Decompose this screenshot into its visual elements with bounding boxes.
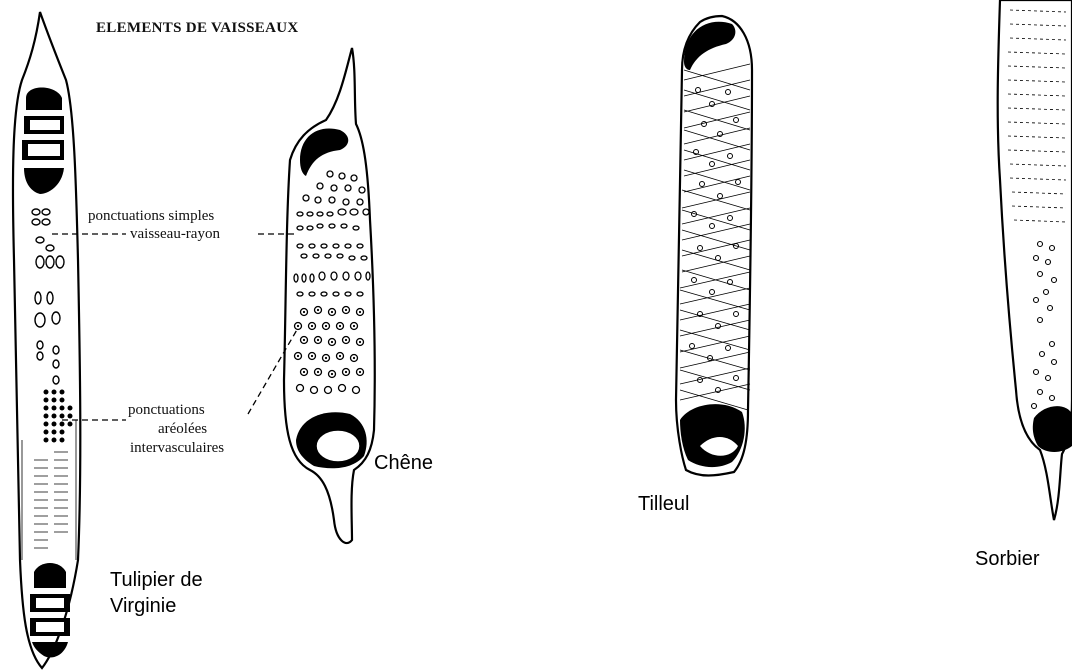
label-tilleul: Tilleul <box>638 493 690 515</box>
tulipier-top-perforation-plate <box>22 88 64 195</box>
tilleul-vessel-drawing <box>676 16 752 476</box>
tulipier-vessel-drawing <box>13 12 80 668</box>
label-bordered-pits-line3: intervasculaires <box>130 440 224 456</box>
diagram-title: ELEMENTS DE VAISSEAUX <box>96 20 298 36</box>
label-tulipier-line1: Tulipier de <box>110 569 203 591</box>
label-bordered-pits-line2: aréolées <box>158 421 207 437</box>
label-chene: Chêne <box>374 452 433 474</box>
label-bordered-pits-line1: ponctuations <box>128 402 205 418</box>
sorbier-vessel-drawing <box>998 0 1072 520</box>
tilleul-bottom-perforation <box>680 404 745 467</box>
leader-lines <box>52 234 298 420</box>
chene-vessel-drawing <box>284 48 375 543</box>
label-simple-pits-line1: ponctuations simples <box>88 208 214 224</box>
label-simple-pits-line2: vaisseau-rayon <box>130 226 220 242</box>
sorbier-bottom-perforation <box>1033 406 1072 452</box>
label-sorbier: Sorbier <box>975 548 1040 570</box>
label-tulipier-line2: Virginie <box>110 595 176 617</box>
tulipier-bottom-perforation-plate <box>30 563 70 657</box>
